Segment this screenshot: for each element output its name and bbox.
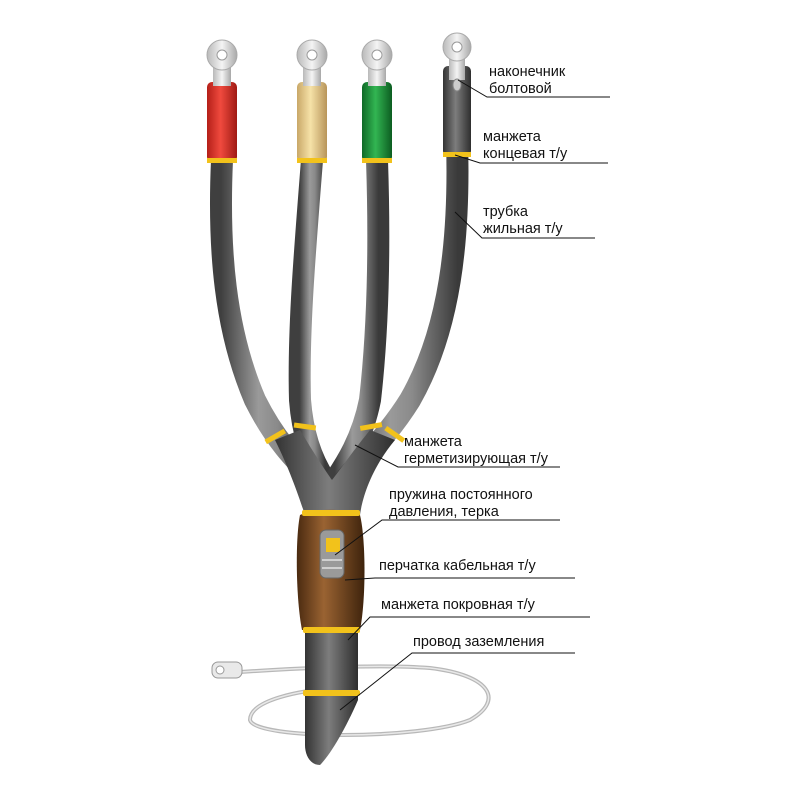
end-cuff-green: [362, 82, 392, 162]
lug-yellow: [296, 39, 328, 86]
label-cover-cuff: манжета покровная т/у: [381, 597, 535, 613]
lug-green: [361, 39, 393, 86]
core-bands: [264, 422, 406, 445]
ground-wire-highlight: [239, 665, 490, 736]
leader-lines: [334, 79, 610, 711]
spring: [319, 529, 345, 579]
end-cuff-red: [207, 82, 237, 162]
end-cuff-yellow: [297, 82, 327, 162]
cover-band-bottom: [303, 690, 360, 696]
ground-lug: [211, 661, 243, 679]
end-cuff-bands: [207, 152, 471, 163]
sealing-cuff: [275, 430, 395, 515]
label-glove: перчатка кабельная т/у: [379, 558, 536, 574]
label-ground-wire: провод заземления: [413, 634, 545, 650]
lug-gray: [442, 32, 472, 92]
core-cable-yellow: [288, 149, 336, 491]
cover-cuff: [305, 630, 358, 765]
ground-wire: [239, 664, 491, 737]
end-cuff-gray: [443, 66, 471, 156]
cover-band-top: [303, 627, 360, 633]
glove-band-top: [302, 510, 360, 516]
lug-red: [206, 39, 238, 86]
